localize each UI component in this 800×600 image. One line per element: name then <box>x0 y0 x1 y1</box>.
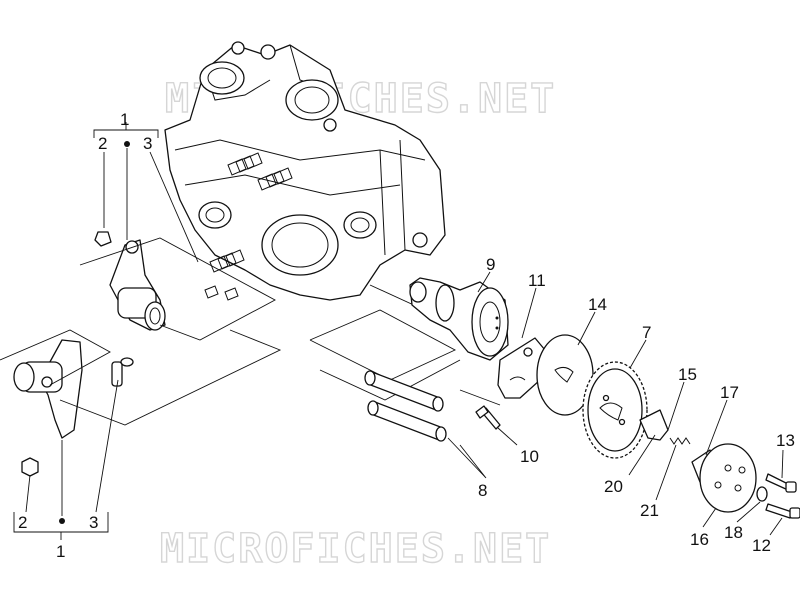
washer-18 <box>756 486 768 502</box>
callout-3-bottom: 3 <box>89 513 98 532</box>
centrifugal-weight <box>639 409 669 441</box>
watermark-bottom: MICROFICHES.NET <box>160 526 551 572</box>
callout-10: 10 <box>520 447 539 466</box>
decompressor-disc <box>536 334 594 416</box>
screw-10 <box>475 405 501 430</box>
callout-12: 12 <box>752 536 771 555</box>
callout-16: 16 <box>690 530 709 549</box>
callout-20: 20 <box>604 477 623 496</box>
bullet-dot-bottom <box>59 518 65 524</box>
group-1-bracket-bottom <box>13 379 119 540</box>
callout-18: 18 <box>724 523 743 542</box>
callout-15: 15 <box>678 365 697 384</box>
return-spring <box>669 437 691 445</box>
callout-11: 11 <box>528 271 546 290</box>
group-1-bracket-top <box>93 122 199 263</box>
group-1-label-bottom: 1 <box>56 542 65 561</box>
rocker-arm-lower <box>13 339 83 439</box>
cam-sprocket <box>582 361 648 459</box>
group-1-label-top: 1 <box>120 110 129 129</box>
callout-8: 8 <box>478 481 487 500</box>
bullet-dot-top <box>124 141 130 147</box>
bolt-12 <box>765 503 800 519</box>
cylinder-head <box>164 41 446 301</box>
callout-2-bottom: 2 <box>18 513 27 532</box>
callout-labels: 1 2 3 2 3 1 9 11 14 7 15 17 13 10 8 20 2… <box>18 110 795 561</box>
pin-8-lower <box>367 400 447 442</box>
bolt-13 <box>765 473 797 493</box>
callout-14: 14 <box>588 295 607 314</box>
retainer-plate <box>497 337 546 399</box>
hub-16 <box>699 443 757 513</box>
pin-8-upper <box>364 370 444 412</box>
rocker-arm-upper <box>109 239 166 331</box>
callout-3-top: 3 <box>143 134 152 153</box>
leader-lines <box>447 271 784 536</box>
nut-lower <box>21 457 39 477</box>
adjuster-screw-lower <box>111 357 134 387</box>
callout-7: 7 <box>642 323 651 342</box>
assembly-guide-lines <box>0 237 501 426</box>
callout-21: 21 <box>640 501 659 520</box>
camshaft <box>409 277 509 361</box>
callout-9: 9 <box>486 255 495 274</box>
adjuster-screw-upper <box>94 231 112 247</box>
callout-17: 17 <box>720 383 739 402</box>
callout-13: 13 <box>776 431 795 450</box>
callout-2-top: 2 <box>98 134 107 153</box>
valve-spring <box>204 152 293 301</box>
